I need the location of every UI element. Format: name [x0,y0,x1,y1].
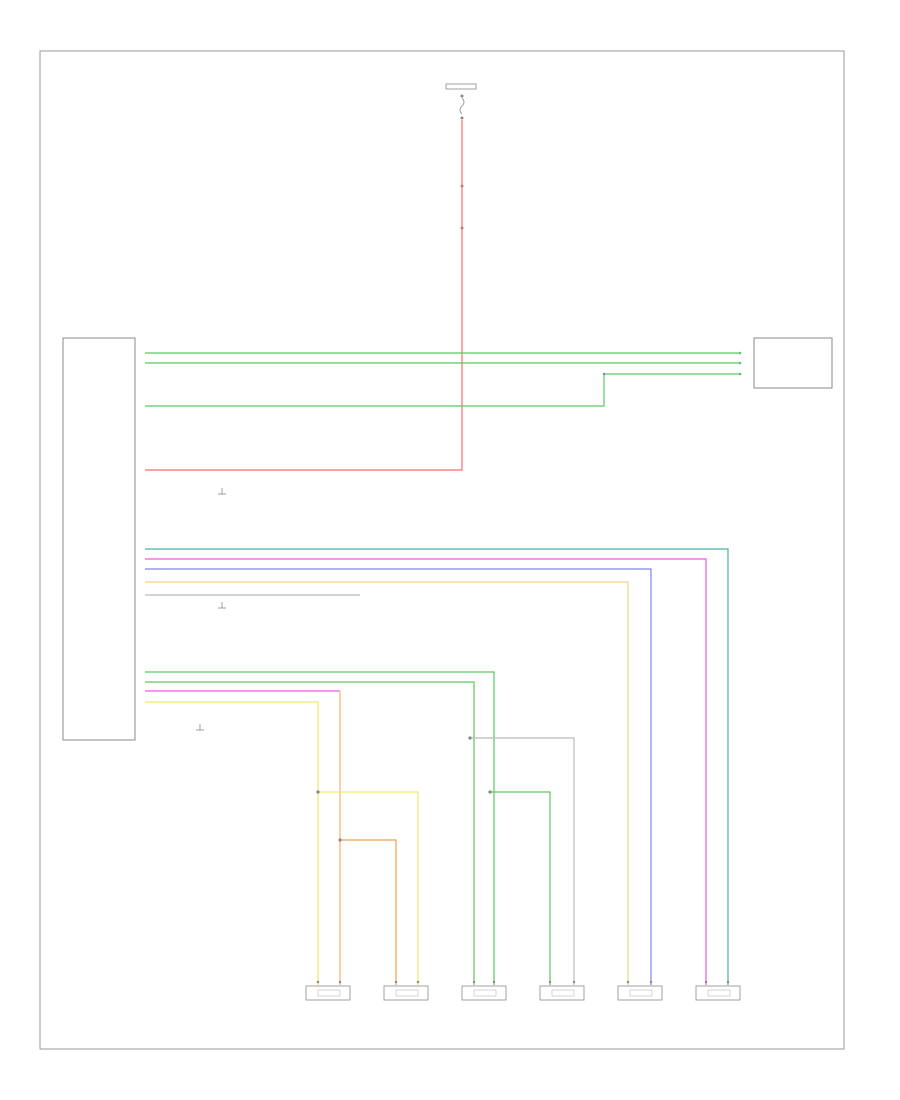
wire-teal-lf [145,548,729,985]
right-module-body [753,337,833,389]
power-source [445,83,477,230]
speaker-right-rear [617,985,663,1001]
wire-blue [145,568,652,985]
ground-icon [218,602,226,609]
speaker-left-rear [695,985,741,1001]
radio-module-body [62,337,136,741]
fuse-terminal [460,94,464,98]
wire-harness [145,120,740,985]
wire-green-branch [490,791,551,985]
right-module [738,337,833,389]
wire-yellow-branch [318,791,419,985]
ground-icon [218,488,226,495]
fuse-terminal [460,116,464,120]
ground-icon [196,724,204,731]
wire-green-rf-2 [145,681,475,985]
wire-magenta [145,558,707,985]
fuse-icon [459,97,465,115]
diagram-frame [39,50,845,1050]
power-distribution-block [445,83,477,90]
speaker-left-front [305,985,351,1001]
wire-red-power [145,120,463,471]
splice-points [316,372,606,842]
wire-yellow-lf [145,701,319,985]
wire-green-rf [145,671,495,985]
speaker-right-front [461,985,507,1001]
speaker-connector-pins [316,980,730,984]
wire-green-3 [145,373,740,407]
wire-yellow-orange [145,581,629,985]
wire-orange-branch [340,839,397,985]
wire-gray-branch [470,737,575,985]
speaker-right-front-tweeter [539,985,585,1001]
radio-module [62,337,136,741]
speaker-left-front-tweeter [383,985,429,1001]
